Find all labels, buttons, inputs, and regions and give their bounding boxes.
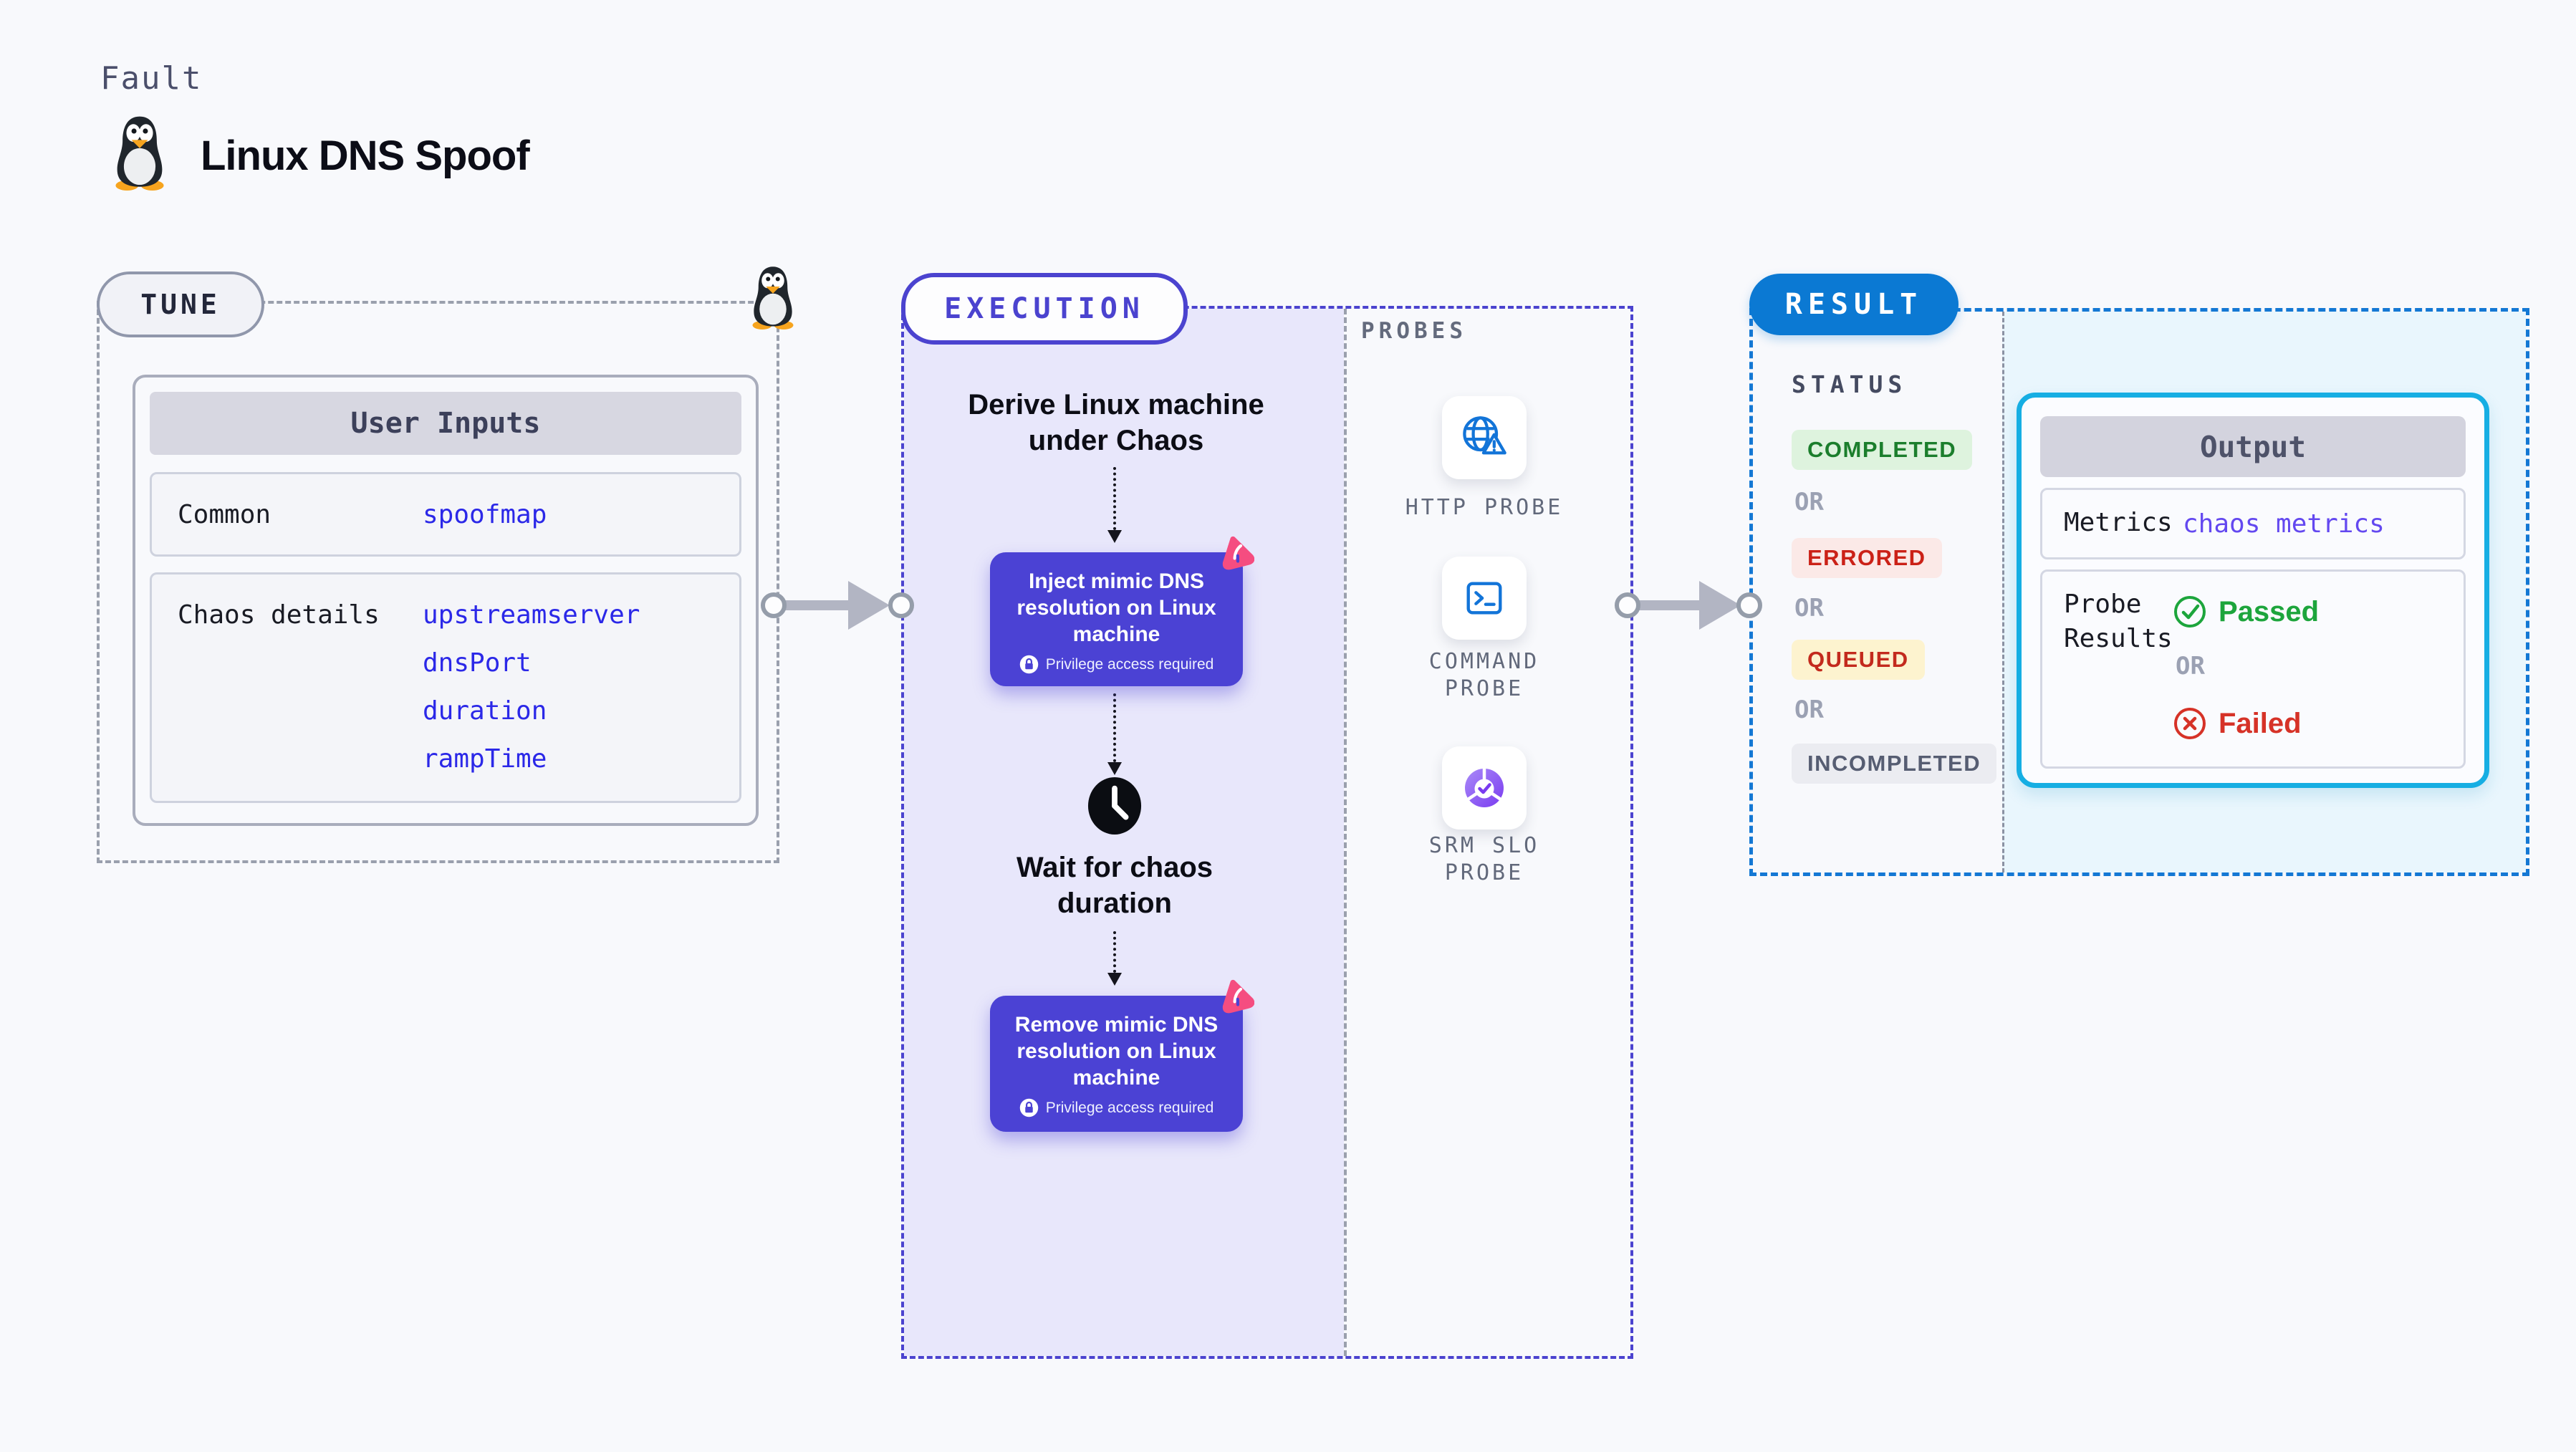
litmus-chaos-icon [1219, 977, 1255, 1016]
remove-node-title: Remove mimic DNS resolution on Linux mac… [1014, 1013, 1219, 1090]
page-title: Linux DNS Spoof [201, 133, 530, 179]
user-inputs-title: User Inputs [150, 392, 741, 455]
connector-dot [1615, 592, 1640, 618]
status-badge-incompleted: INCOMPLETED [1792, 744, 1997, 784]
wait-step-label: Wait for chaos duration [1016, 852, 1213, 919]
user-inputs-row-chaos-details: Chaos details upstreamserver dnsPort dur… [150, 572, 741, 803]
or-separator: OR [2176, 652, 2205, 681]
slo-pie-check-icon [1465, 766, 1504, 807]
flow-connector [1113, 467, 1116, 530]
status-title: STATUS [1792, 370, 1908, 398]
derive-step-label: Derive Linux machine under Chaos [968, 389, 1264, 456]
command-probe-label: COMMAND PROBE [1428, 649, 1540, 701]
lock-icon [1019, 1098, 1038, 1117]
flow-connector [1113, 693, 1116, 762]
remove-dns-node: Remove mimic DNS resolution on Linux mac… [990, 996, 1243, 1132]
user-inputs-card: User Inputs Common spoofmap Chaos detail… [133, 375, 759, 826]
spoofmap-link[interactable]: spoofmap [423, 500, 547, 529]
tune-badge: TUNE [97, 271, 264, 337]
output-title: Output [2040, 416, 2466, 477]
flow-arrow-head [848, 581, 890, 630]
srm-slo-probe-card [1442, 746, 1527, 830]
or-separator: OR [1794, 488, 1824, 516]
upstreamserver-link[interactable]: upstreamserver [423, 600, 640, 630]
passed-label: Passed [2219, 595, 2320, 628]
probes-title: PROBES [1361, 318, 1467, 344]
dnsport-link[interactable]: dnsPort [423, 648, 532, 678]
http-probe-label: HTTP PROBE [1405, 495, 1564, 520]
probe-passed-state: Passed [2173, 595, 2319, 629]
lock-icon [1019, 655, 1038, 674]
fault-kicker: Fault [100, 60, 203, 97]
row-label: Common [178, 500, 271, 529]
tux-penguin-icon [106, 115, 173, 191]
clock-icon [1087, 776, 1143, 836]
status-badge-errored: ERRORED [1792, 538, 1942, 578]
status-badge-queued: QUEUED [1792, 640, 1925, 680]
probe-failed-state: Failed [2173, 706, 2302, 741]
tux-penguin-icon [745, 265, 801, 330]
execution-badge: EXECUTION [901, 273, 1188, 345]
flow-connector-head [1107, 762, 1122, 775]
connector-dot [761, 592, 787, 618]
terminal-icon [1466, 582, 1502, 615]
x-circle-icon [2174, 708, 2206, 739]
tune-region [97, 301, 779, 863]
privilege-note: Privilege access required [1045, 655, 1214, 673]
status-badge-completed: COMPLETED [1792, 430, 1973, 470]
user-inputs-row-common: Common spoofmap [150, 472, 741, 557]
litmus-chaos-icon [1219, 534, 1255, 572]
duration-link[interactable]: duration [423, 696, 547, 726]
connector-dot [1736, 592, 1762, 618]
command-probe-card [1442, 557, 1527, 640]
privilege-note: Privilege access required [1045, 1099, 1214, 1116]
probe-results-label: Probe Results [2064, 590, 2173, 653]
http-probe-card [1442, 396, 1527, 479]
inject-node-title: Inject mimic DNS resolution on Linux mac… [1017, 569, 1216, 646]
probe-results-row: Probe Results Passed OR Failed [2040, 569, 2466, 769]
flow-connector [1113, 931, 1116, 973]
row-label: Chaos details [178, 600, 380, 630]
probes-panel [1344, 309, 1630, 1356]
check-circle-icon [2174, 596, 2206, 628]
srm-slo-probe-label: SRM SLO PROBE [1428, 833, 1540, 885]
flow-arrow-head [1699, 581, 1741, 630]
result-badge: RESULT [1749, 274, 1959, 335]
metrics-label: Metrics [2064, 508, 2173, 537]
output-card: Output Metrics chaos metrics Probe Resul… [2017, 393, 2489, 788]
connector-dot [888, 592, 914, 618]
flow-connector-head [1107, 973, 1122, 986]
ramptime-link[interactable]: rampTime [423, 744, 547, 774]
globe-warning-icon [1463, 416, 1506, 455]
or-separator: OR [1794, 696, 1824, 724]
failed-label: Failed [2219, 707, 2302, 739]
flow-arrow [1636, 600, 1699, 610]
flow-arrow [782, 600, 848, 610]
or-separator: OR [1794, 594, 1824, 622]
flow-connector-head [1107, 530, 1122, 543]
metrics-row: Metrics chaos metrics [2040, 488, 2466, 559]
inject-dns-node: Inject mimic DNS resolution on Linux mac… [990, 552, 1243, 686]
chaos-metrics-link[interactable]: chaos metrics [2183, 509, 2385, 539]
